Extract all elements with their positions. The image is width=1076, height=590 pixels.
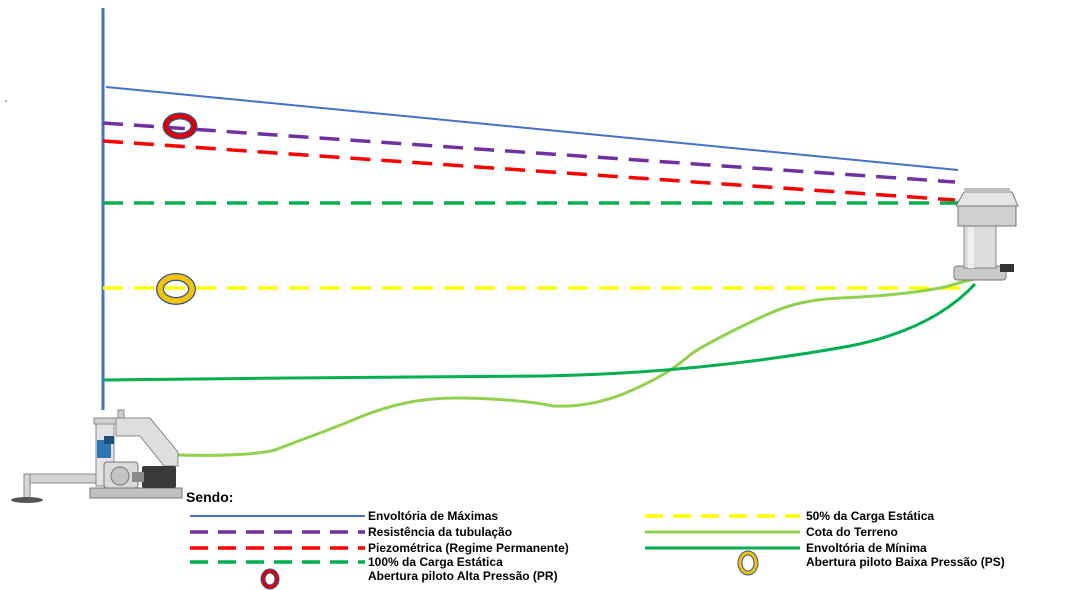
legend-label-pilot-low: Abertura piloto Baixa Pressão (PS) bbox=[806, 555, 1005, 569]
max-envelope-line bbox=[105, 86, 959, 171]
terrain-curve bbox=[177, 272, 1001, 457]
pump-station-icon bbox=[11, 409, 183, 503]
legend-label-static-50: 50% da Carga Estática bbox=[806, 509, 934, 523]
min-envelope-curve bbox=[103, 282, 977, 382]
legend-pilot-valve-high-icon bbox=[260, 568, 280, 590]
legend: Sendo: Envoltória de Máximas Resistência… bbox=[186, 489, 1005, 590]
legend-label-static-100: 100% da Carga Estática bbox=[368, 555, 503, 569]
piezometric-line bbox=[102, 139, 956, 202]
reservoir-icon bbox=[953, 188, 1019, 281]
legend-pilot-valve-low-icon bbox=[737, 550, 759, 576]
pipe-resistance-line bbox=[102, 121, 956, 184]
legend-label-terrain: Cota do Terreno bbox=[806, 525, 898, 539]
legend-label-min-envelope: Envoltória de Mínima bbox=[806, 541, 927, 555]
legend-label-max-envelope: Envoltória de Máximas bbox=[368, 509, 498, 523]
pilot-valve-low-icon bbox=[156, 273, 196, 305]
pilot-valve-high-icon bbox=[162, 112, 198, 140]
legend-label-pipe-resistance: Resistência da tubulação bbox=[368, 525, 512, 539]
legend-label-piezometric: Piezométrica (Regime Permanente) bbox=[368, 541, 569, 555]
legend-title: Sendo: bbox=[186, 489, 233, 505]
stray-dot bbox=[5, 100, 7, 102]
legend-label-pilot-high: Abertura piloto Alta Pressão (PR) bbox=[368, 569, 558, 583]
